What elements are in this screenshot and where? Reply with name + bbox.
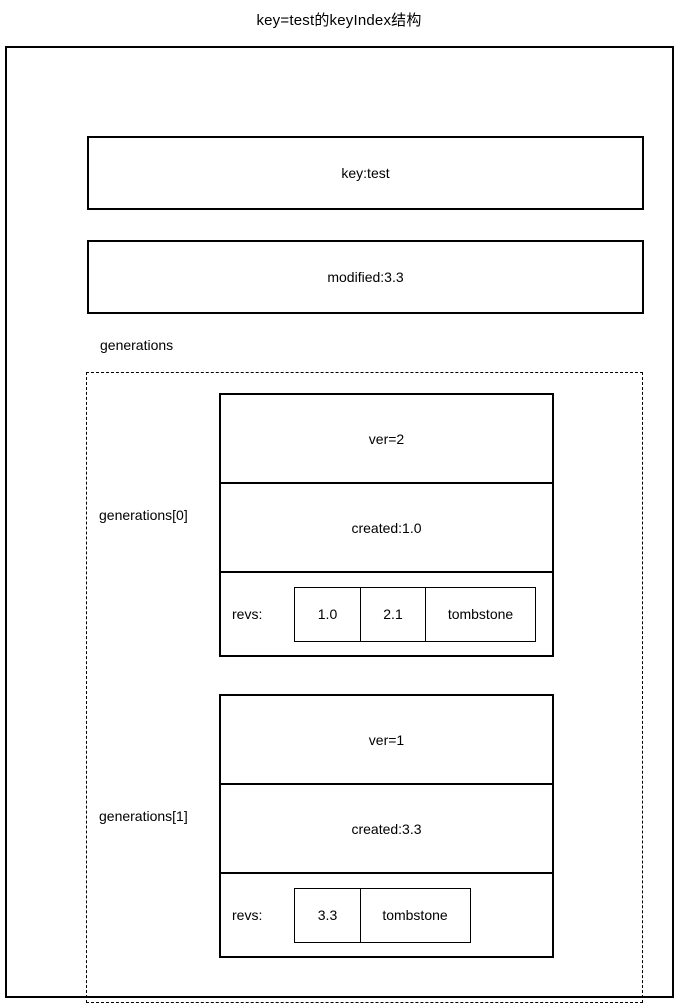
generations-dashed-box	[86, 372, 643, 1003]
diagram-title: key=test的keyIndex结构	[256, 12, 422, 29]
generation-0-ver-row: ver=2	[221, 395, 552, 484]
generation-0-revs-label: revs:	[232, 606, 263, 622]
generation-1-label: generations[1]	[99, 808, 188, 824]
rev-cell: 2.1	[359, 586, 427, 642]
generation-0-rev-cells: 1.0 2.1 tombstone	[294, 586, 536, 642]
generation-1-revs-row: revs: 3.3 tombstone	[221, 874, 552, 956]
generation-1-revs-label: revs:	[232, 907, 263, 923]
keyindex-outer-box: key:test modified:3.3 generations genera…	[5, 46, 674, 1003]
generation-1-box: ver=1 created:3.3 revs: 3.3 tombstone	[219, 694, 554, 958]
modified-field-label: modified:3.3	[327, 269, 404, 285]
generation-1-ver-row: ver=1	[221, 696, 552, 785]
key-field-box: key:test	[87, 136, 644, 210]
generation-0-box: ver=2 created:1.0 revs: 1.0 2.1 tombston…	[219, 393, 554, 657]
generation-0-created-label: created:1.0	[351, 519, 422, 536]
generations-label: generations	[100, 337, 174, 353]
generation-1-ver-label: ver=1	[368, 731, 405, 748]
generation-0-label: generations[0]	[99, 507, 188, 523]
generation-0-created-row: created:1.0	[221, 484, 552, 573]
generation-1-created-label: created:3.3	[351, 820, 422, 837]
generation-1-created-row: created:3.3	[221, 785, 552, 874]
rev-cell-tombstone: tombstone	[425, 586, 536, 642]
generation-1-rev-cells: 3.3 tombstone	[294, 887, 471, 943]
rev-cell-tombstone: tombstone	[359, 887, 471, 943]
rev-cell: 1.0	[294, 586, 361, 642]
generation-0-revs-row: revs: 1.0 2.1 tombstone	[221, 573, 552, 655]
generation-0-ver-label: ver=2	[368, 430, 405, 447]
rev-cell: 3.3	[294, 887, 361, 943]
key-field-label: key:test	[341, 165, 390, 181]
modified-field-box: modified:3.3	[87, 240, 644, 314]
